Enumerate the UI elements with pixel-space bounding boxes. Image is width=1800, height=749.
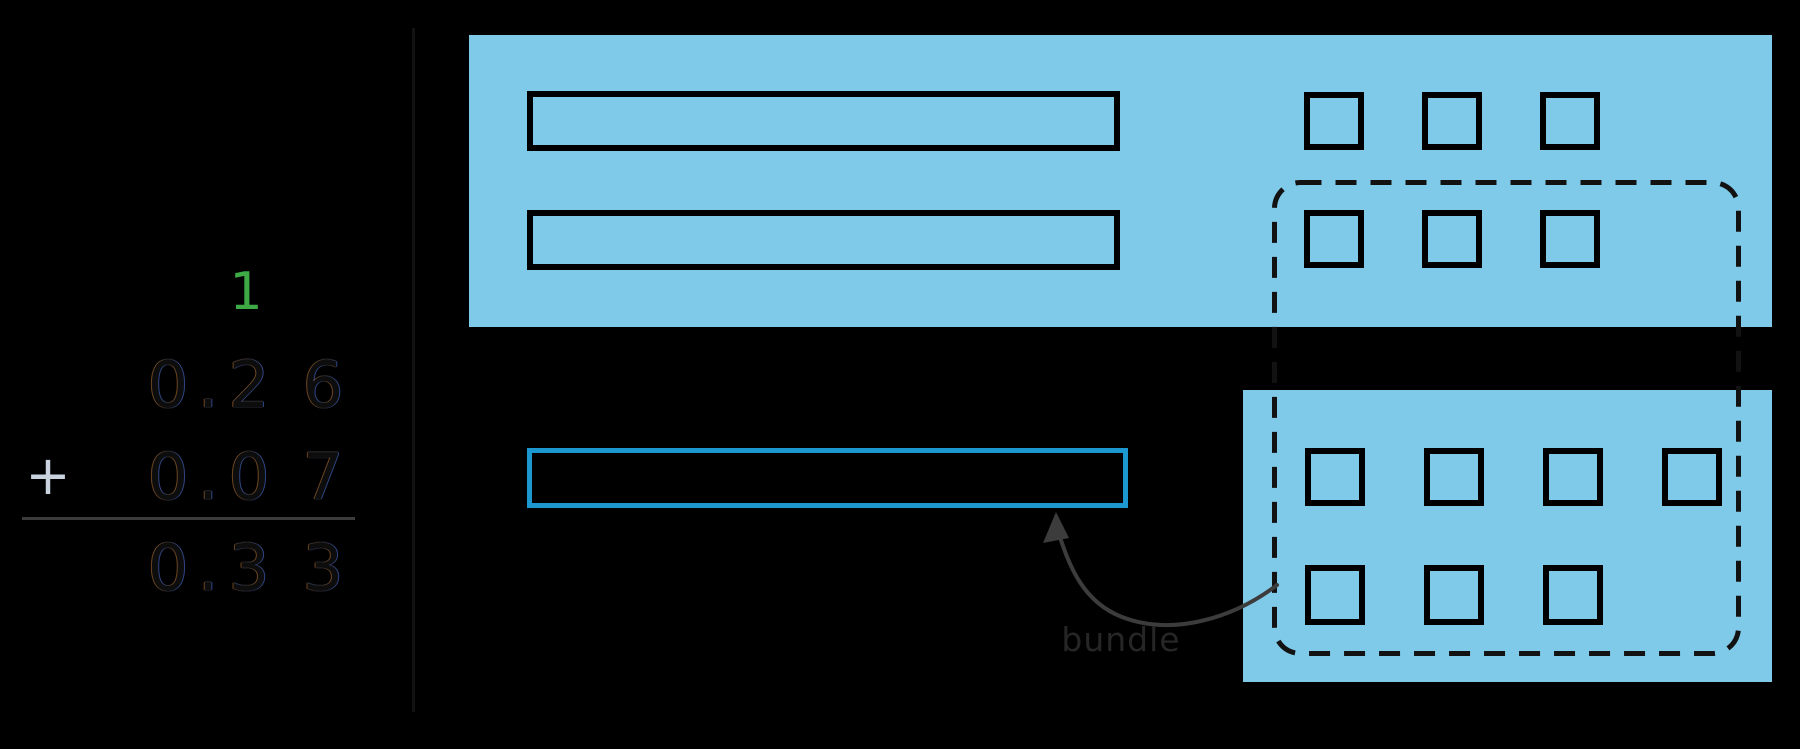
sum-decimal-point: . [197, 532, 219, 606]
tenth-bar-2 [527, 210, 1120, 270]
sum-digit-tenths: 3 [228, 532, 270, 606]
hundredth-square [1305, 448, 1365, 506]
bundle-label: bundle [1061, 620, 1181, 659]
plus-operator: + [25, 444, 71, 507]
hundredth-square [1424, 565, 1484, 625]
addend1-decimal-point: . [197, 349, 219, 423]
top-panel-squares-row-1 [1304, 92, 1600, 150]
addend1-digit-ones: 0 [147, 349, 189, 423]
tenth-bar-1 [527, 91, 1120, 151]
bottom-diagram-panel [1243, 390, 1772, 682]
addend2-digit-hundredths: 7 [302, 441, 344, 515]
hundredth-square [1540, 92, 1600, 150]
addend2-decimal-point: . [197, 441, 219, 515]
hundredth-square [1422, 210, 1482, 268]
hundredth-square [1543, 448, 1603, 506]
hundredth-square [1304, 210, 1364, 268]
hundredth-square [1540, 210, 1600, 268]
bundled-tenth-bar [527, 448, 1128, 508]
addend1-digit-hundredths: 6 [302, 349, 344, 423]
section-divider-line [412, 28, 415, 712]
hundredth-square [1543, 565, 1603, 625]
bottom-panel-squares-row-1 [1305, 448, 1722, 506]
addend2-digit-ones: 0 [147, 441, 189, 515]
bottom-panel-squares-row-2 [1305, 565, 1603, 625]
hundredth-square [1662, 448, 1722, 506]
bundle-arrow-head [1043, 512, 1069, 543]
top-panel-squares-row-2 [1304, 210, 1600, 268]
hundredth-square [1304, 92, 1364, 150]
top-diagram-panel [469, 35, 1772, 327]
addend2-digit-tenths: 0 [228, 441, 270, 515]
sum-digit-hundredths: 3 [302, 532, 344, 606]
carry-digit: 1 [229, 262, 263, 322]
hundredth-square [1305, 565, 1365, 625]
sum-digit-ones: 0 [147, 532, 189, 606]
hundredth-square [1422, 92, 1482, 150]
addition-rule-line [22, 517, 355, 520]
addend1-digit-tenths: 2 [228, 349, 270, 423]
hundredth-square [1424, 448, 1484, 506]
